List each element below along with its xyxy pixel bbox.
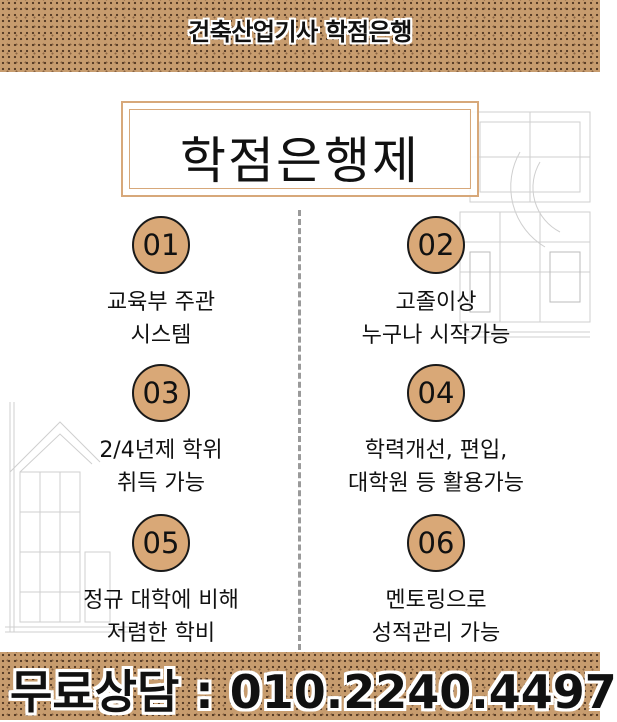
feature-line-2: 시스템: [130, 323, 192, 348]
contact-phone[interactable]: 무료상담 : 010.2240.4497: [10, 665, 617, 719]
number-badge: 06: [407, 514, 465, 572]
bottom-banner: 무료상담 : 010.2240.4497: [0, 652, 617, 720]
feature-description: 고졸이상 누구나 시작가능: [291, 286, 581, 352]
feature-item-01: 01 교육부 주관 시스템: [16, 216, 306, 352]
number-badge: 03: [132, 364, 190, 422]
feature-line-1: 학력개선, 편입,: [364, 438, 508, 463]
architectural-drawing-background: [5, 111, 591, 633]
banner-title: 건축산업기사 학점은행: [188, 18, 412, 46]
feature-line-2: 성적관리 가능: [371, 621, 501, 646]
feature-item-05: 05 정규 대학에 비해 저렴한 학비: [16, 514, 306, 650]
top-banner: 건축산업기사 학점은행: [0, 0, 600, 72]
feature-description: 2/4년제 학위 취득 가능: [16, 434, 306, 500]
feature-description: 멘토링으로 성적관리 가능: [291, 584, 581, 650]
dashed-divider: [298, 210, 301, 650]
feature-description: 학력개선, 편입, 대학원 등 활용가능: [291, 434, 581, 500]
feature-item-06: 06 멘토링으로 성적관리 가능: [291, 514, 581, 650]
feature-item-03: 03 2/4년제 학위 취득 가능: [16, 364, 306, 500]
title-box-inner-border: [129, 109, 471, 189]
feature-line-2: 대학원 등 활용가능: [348, 471, 524, 496]
feature-item-02: 02 고졸이상 누구나 시작가능: [291, 216, 581, 352]
feature-description: 교육부 주관 시스템: [16, 286, 306, 352]
feature-description: 정규 대학에 비해 저렴한 학비: [16, 584, 306, 650]
feature-line-1: 정규 대학에 비해: [83, 588, 239, 613]
number-badge: 04: [407, 364, 465, 422]
page-title: 학점은행제: [180, 132, 420, 190]
feature-line-2: 누구나 시작가능: [361, 323, 511, 348]
feature-line-2: 저렴한 학비: [106, 621, 216, 646]
feature-line-2: 취득 가능: [117, 471, 205, 496]
feature-line-1: 고졸이상: [395, 290, 477, 315]
feature-line-1: 2/4년제 학위: [99, 438, 223, 463]
feature-line-1: 멘토링으로: [385, 588, 487, 613]
title-box: 학점은행제: [121, 101, 479, 197]
number-badge: 05: [132, 514, 190, 572]
feature-item-04: 04 학력개선, 편입, 대학원 등 활용가능: [291, 364, 581, 500]
number-badge: 02: [407, 216, 465, 274]
number-badge: 01: [132, 216, 190, 274]
feature-line-1: 교육부 주관: [106, 290, 216, 315]
